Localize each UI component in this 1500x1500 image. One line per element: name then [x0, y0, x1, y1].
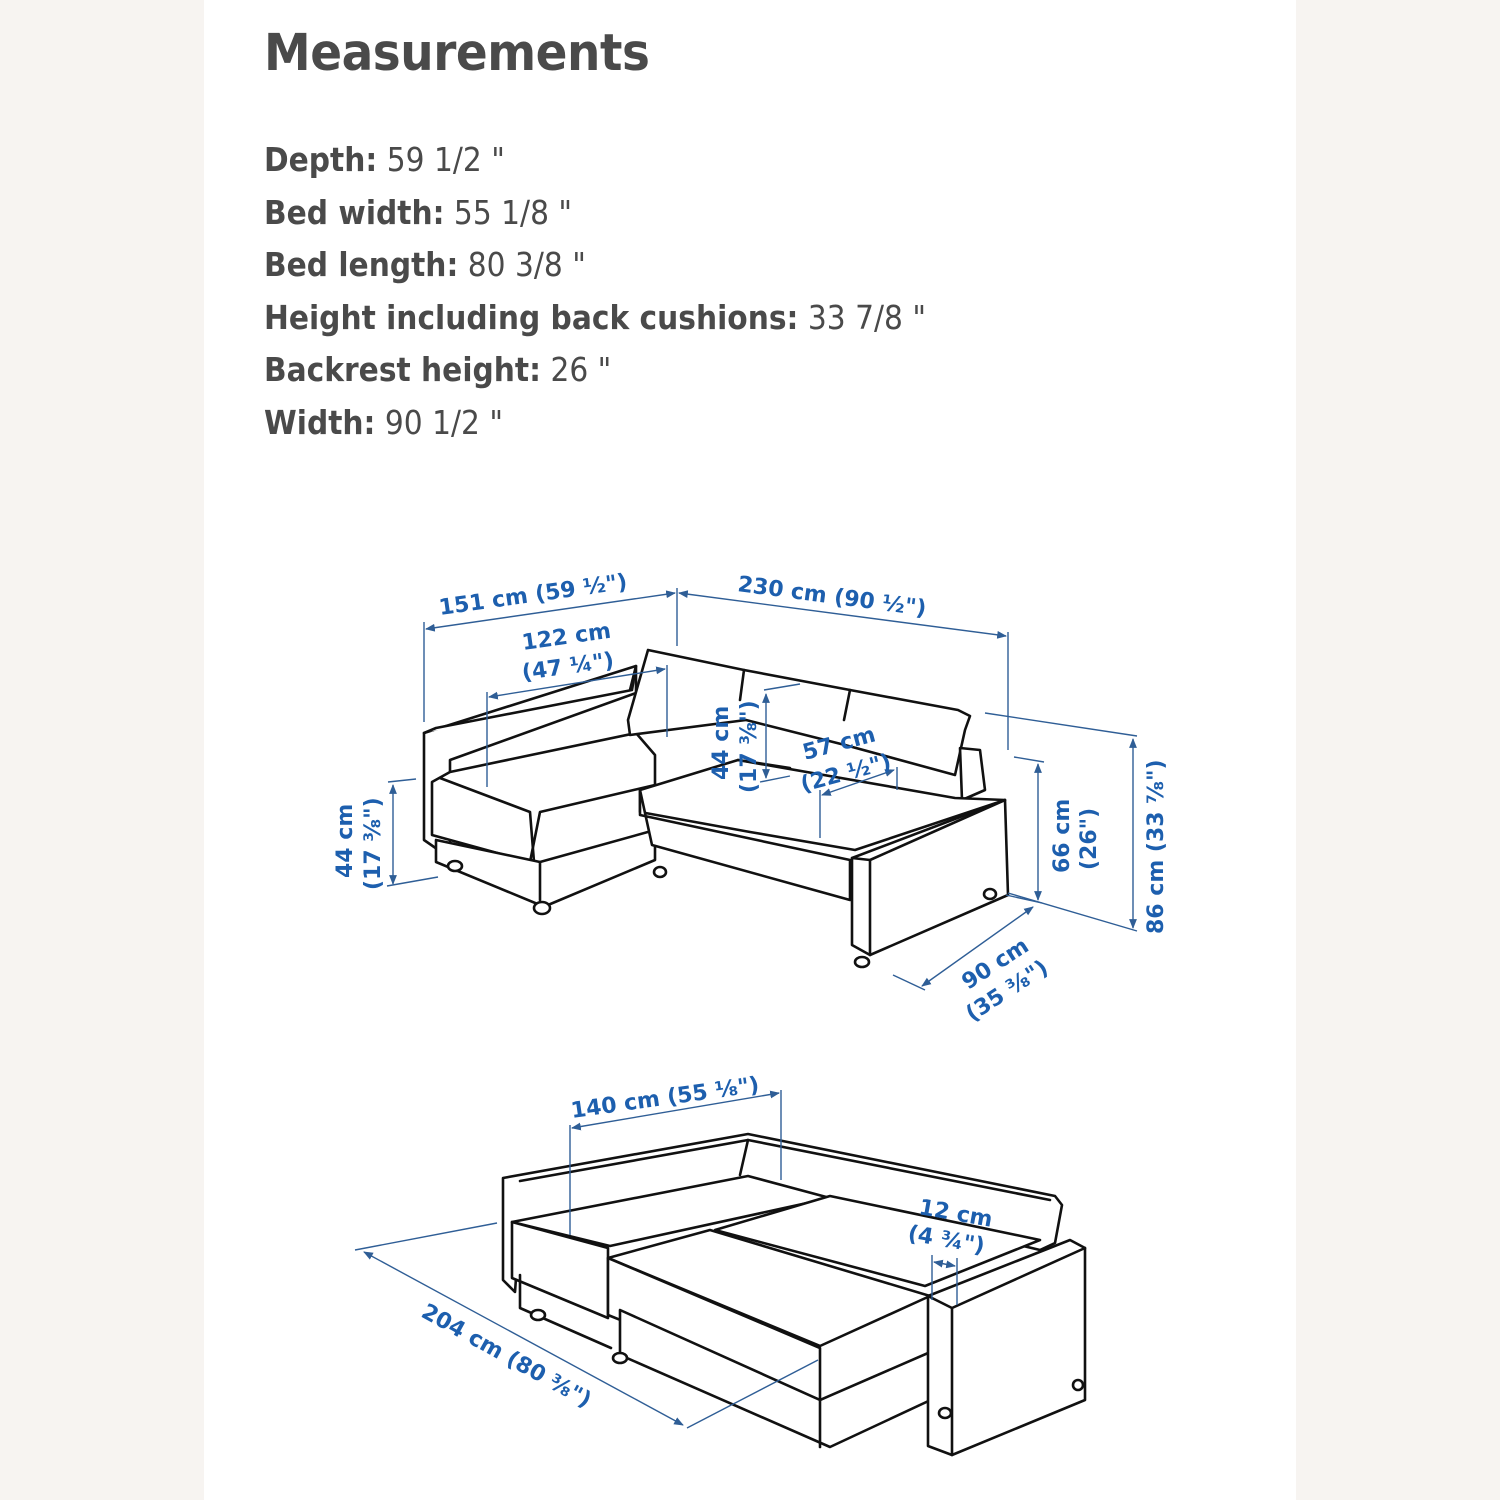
- spec-bed-length: Bed length: 80 3/8 ": [264, 243, 926, 296]
- spec-value: 33 7/8 ": [807, 297, 927, 337]
- page-title: Measurements: [264, 24, 650, 83]
- spec-depth: Depth: 59 1/2 ": [264, 138, 926, 191]
- spec-label: Depth:: [264, 140, 378, 179]
- label-back-height-in: (17 ⅜"): [737, 700, 762, 793]
- label-bed-length: 204 cm (80 ⅜"): [417, 1299, 595, 1413]
- spec-value: 80 3/8 ": [467, 245, 586, 284]
- spec-label: Backrest height:: [264, 350, 541, 389]
- sofa-dimensions: 151 cm (59 ½") 230 cm (90 ½") 122 cm (47…: [333, 570, 1169, 1027]
- label-seat-height-in: (17 ⅜"): [361, 797, 386, 890]
- sofa-line-drawing: [422, 648, 1010, 969]
- spec-value: 59 1/2 ": [386, 140, 505, 179]
- label-total-height: 86 cm (33 ⅞"): [1144, 759, 1169, 934]
- label-bed-width: 140 cm (55 ⅛"): [569, 1073, 760, 1124]
- label-back-height-cm: 44 cm: [709, 706, 734, 780]
- spec-label: Height including back cushions:: [264, 297, 799, 337]
- label-width-total: 230 cm (90 ½"): [736, 572, 927, 622]
- label-seat-height-cm: 44 cm: [333, 804, 358, 878]
- spec-label: Width:: [264, 402, 376, 442]
- measurement-list: Depth: 59 1/2 " Bed width: 55 1/8 " Bed …: [264, 138, 926, 453]
- spec-bed-width: Bed width: 55 1/8 ": [264, 191, 926, 244]
- spec-label: Bed length:: [264, 245, 459, 284]
- label-backrest-height-in: (26"): [1077, 808, 1102, 870]
- spec-value: 26 ": [550, 350, 612, 389]
- spec-value: 90 1/2 ": [384, 402, 504, 442]
- spec-width: Width: 90 1/2 ": [264, 401, 926, 454]
- label-backrest-height-cm: 66 cm: [1050, 799, 1075, 873]
- spec-backrest-height: Backrest height: 26 ": [264, 348, 926, 401]
- bed-line-drawing: [501, 1132, 1087, 1457]
- spec-value: 55 1/8 ": [453, 192, 573, 232]
- spec-height-with-cushions: Height including back cushions: 33 7/8 ": [264, 296, 926, 349]
- spec-label: Bed width:: [264, 192, 445, 232]
